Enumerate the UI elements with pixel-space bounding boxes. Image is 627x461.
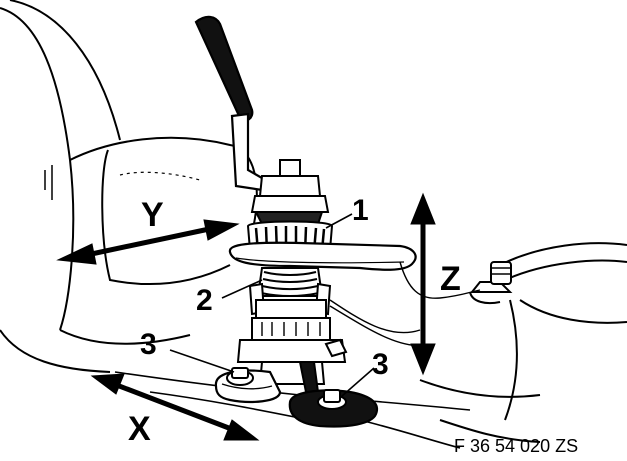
y-arrow-left-head [56,243,97,265]
callout-2-leader [221,279,263,299]
left-fixing-bolt [226,367,254,386]
x-arrow-left-head [90,373,125,395]
wheel-arch-body [0,0,258,373]
right-body-panel [419,242,627,443]
callout-3-right-leader [341,367,375,397]
callout-leaders [169,213,375,397]
callout-3-left-leader [169,349,235,373]
right-fixing-bolt [317,389,347,410]
callout-2: 2 [196,284,213,317]
axis-label-x: X [128,410,151,448]
z-arrow-bottom-head [410,343,436,376]
axis-label-y: Y [141,196,164,234]
y-axis-arrow [56,219,240,265]
figure-reference-code: F 36 54 020 ZS [454,436,578,456]
z-axis-arrow [410,192,436,376]
x-axis-arrow [90,373,260,441]
knob-assembly [246,159,334,256]
y-arrow-right-head [203,219,240,241]
lower-base-block [236,299,348,393]
callout-3-right: 3 [372,348,389,381]
x-arrow-right-head [223,419,260,441]
z-arrow-top-head [410,192,436,225]
callout-1-leader [325,213,353,229]
callout-1: 1 [352,194,369,227]
callout-3-left: 3 [140,328,157,361]
axis-label-z: Z [440,260,461,298]
right-mounting-bolt [469,261,513,305]
carrier-plate [228,241,417,271]
